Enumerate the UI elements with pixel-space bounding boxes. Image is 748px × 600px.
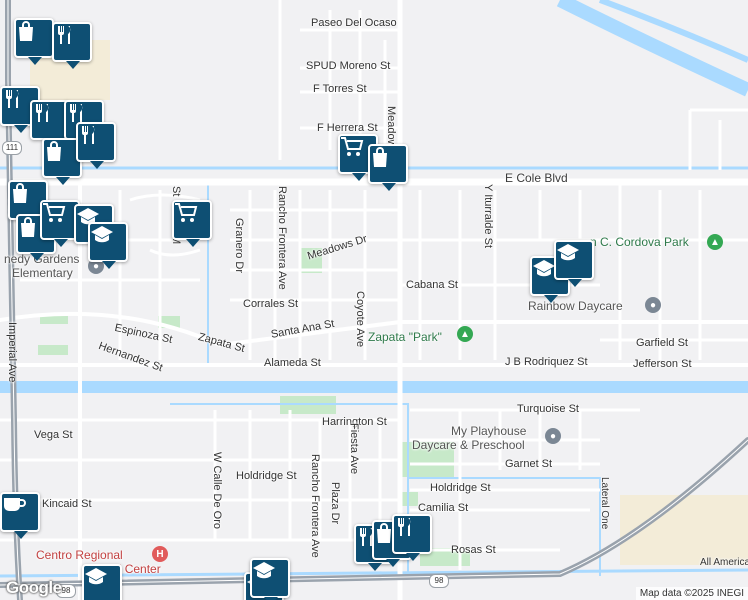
park-icon-cordova[interactable]: ▲ bbox=[707, 234, 723, 250]
route-shield-98-west: 98 bbox=[56, 584, 76, 598]
place-cordova-park[interactable]: n C. Cordova Park bbox=[590, 235, 689, 249]
street-corrales: Corrales St bbox=[243, 298, 299, 310]
place-rainbow-daycare[interactable]: Rainbow Daycare bbox=[528, 299, 623, 313]
street-fiesta: Fiesta Ave bbox=[348, 423, 360, 475]
poi-marker-restaurant[interactable] bbox=[52, 22, 92, 69]
school-pin-kennedy[interactable]: ● bbox=[88, 258, 104, 274]
street-rancho-frontera-north: Rancho Frontera Ave bbox=[276, 186, 288, 290]
street-spud-moreno: SPUD Moreno St bbox=[306, 60, 391, 72]
hospital-icon[interactable]: H bbox=[152, 546, 168, 562]
place-kennedy-line2[interactable]: Elementary bbox=[12, 266, 73, 280]
street-jefferson: Jefferson St bbox=[633, 358, 692, 370]
street-plaza: Plaza Dr bbox=[329, 482, 341, 525]
street-w-calle-de-oro: W Calle De Oro bbox=[211, 452, 223, 530]
poi-marker-coffee[interactable] bbox=[0, 492, 40, 539]
poi-marker-school[interactable] bbox=[554, 240, 594, 287]
map-attribution[interactable]: Map data ©2025 INEGI bbox=[635, 587, 748, 600]
place-zapata-park[interactable]: Zapata "Park" bbox=[368, 330, 442, 344]
route-shield-98: 98 bbox=[429, 574, 449, 588]
street-coyote: Coyote Ave bbox=[354, 291, 366, 348]
poi-marker-shopping-bag[interactable] bbox=[14, 18, 54, 65]
street-kincaid: Kincaid St bbox=[42, 498, 92, 510]
street-imperial: Imperial Ave bbox=[6, 322, 18, 383]
street-f-torres: F Torres St bbox=[313, 83, 367, 95]
street-y-iturralde: Y Iturralde St bbox=[482, 184, 494, 248]
street-rosas: Rosas St bbox=[451, 544, 496, 556]
street-paseo-del-ocaso: Paseo Del Ocaso bbox=[311, 17, 397, 29]
daycare-icon-rainbow[interactable]: ● bbox=[645, 297, 661, 313]
street-granero: Granero Dr bbox=[233, 218, 245, 274]
street-turquoise: Turquoise St bbox=[517, 403, 579, 415]
poi-marker-school[interactable] bbox=[88, 222, 128, 269]
place-hospital[interactable]: Centro Regional bbox=[36, 548, 123, 562]
poi-marker-school[interactable] bbox=[82, 564, 122, 600]
google-logo: Google bbox=[6, 578, 62, 597]
poi-marker-school[interactable] bbox=[250, 558, 290, 600]
street-jb-rodriquez: J B Rodriquez St bbox=[505, 356, 588, 368]
street-rancho-frontera-south: Rancho Frontera Ave bbox=[309, 454, 321, 558]
street-f-herrera: F Herrera St bbox=[317, 122, 378, 134]
street-lateral-one: Lateral One bbox=[599, 477, 610, 530]
poi-marker-restaurant[interactable] bbox=[76, 122, 116, 169]
street-all-america: All America bbox=[700, 557, 748, 568]
place-playhouse-line2[interactable]: Daycare & Preschool bbox=[412, 438, 525, 452]
park-icon-zapata[interactable]: ▲ bbox=[457, 326, 473, 342]
route-shield-111: 111 bbox=[2, 141, 22, 155]
street-garfield: Garfield St bbox=[636, 337, 688, 349]
street-holdridge-east: Holdridge St bbox=[430, 482, 491, 494]
daycare-icon-playhouse[interactable]: ● bbox=[545, 428, 561, 444]
street-holdridge-west: Holdridge St bbox=[236, 470, 297, 482]
place-my-playhouse[interactable]: My Playhouse bbox=[451, 424, 527, 438]
street-garnet: Garnet St bbox=[505, 458, 553, 470]
street-m-fragment: St bbox=[170, 186, 182, 197]
poi-marker-shopping-cart[interactable] bbox=[172, 200, 212, 247]
street-camilia: Camilia St bbox=[418, 502, 469, 514]
street-meadows-vertical: Meadow bbox=[385, 106, 397, 148]
street-vega: Vega St bbox=[34, 429, 73, 441]
street-cabana: Cabana St bbox=[406, 279, 458, 291]
street-e-cole-blvd: E Cole Blvd bbox=[505, 171, 568, 185]
poi-marker-shopping-bag[interactable] bbox=[368, 144, 408, 191]
street-alameda: Alameda St bbox=[264, 357, 321, 369]
poi-marker-restaurant[interactable] bbox=[392, 514, 432, 561]
street-harrington: Harrington St bbox=[322, 416, 387, 428]
